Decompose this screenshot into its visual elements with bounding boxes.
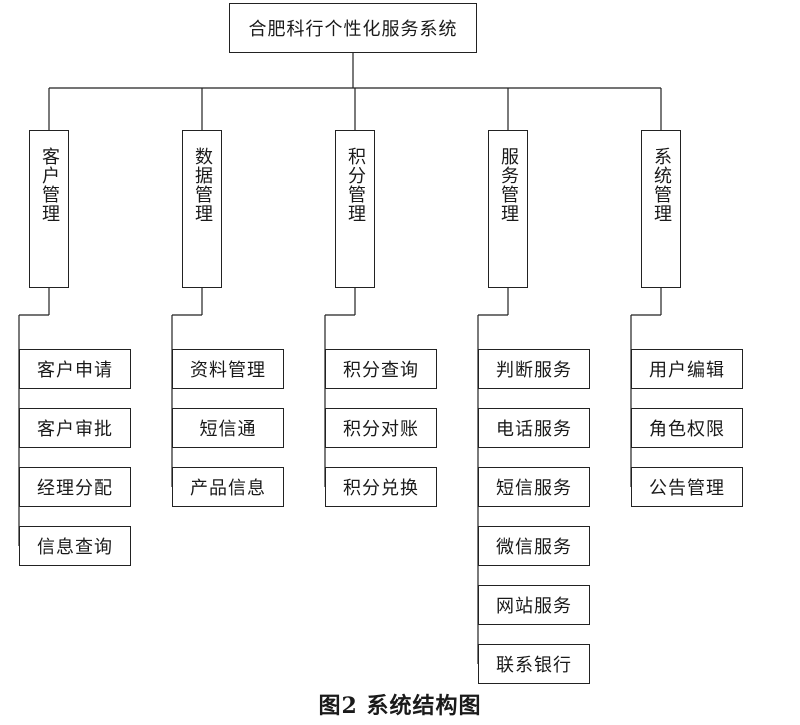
leaf-label: 微信服务: [496, 537, 572, 558]
leaf-label: 积分兑换: [343, 478, 419, 499]
leaf-label: 资料管理: [190, 360, 266, 381]
leaf-label: 用户编辑: [649, 360, 725, 381]
leaf-box: 用户编辑: [631, 349, 743, 389]
module-label: 客户管理: [39, 147, 60, 223]
leaf-label: 电话服务: [496, 419, 572, 440]
leaf-box: 客户申请: [19, 349, 131, 389]
leaf-box: 信息查询: [19, 526, 131, 566]
leaf-label: 角色权限: [649, 419, 725, 440]
root-label: 合肥科行个性化服务系统: [248, 19, 458, 40]
leaf-box: 经理分配: [19, 467, 131, 507]
leaf-label: 公告管理: [649, 478, 725, 499]
leaf-label: 网站服务: [496, 596, 572, 617]
figure-caption: 图2 系统结构图: [318, 693, 482, 719]
leaf-label: 短信服务: [496, 478, 572, 499]
module-label: 服务管理: [498, 147, 519, 223]
leaf-box: 产品信息: [172, 467, 284, 507]
leaf-box: 微信服务: [478, 526, 590, 566]
leaf-label: 产品信息: [190, 478, 266, 499]
leaf-label: 短信通: [199, 419, 257, 440]
leaf-box: 公告管理: [631, 467, 743, 507]
leaf-label: 经理分配: [37, 478, 113, 499]
module-label: 积分管理: [345, 147, 366, 223]
leaf-box: 客户审批: [19, 408, 131, 448]
module-box: 数据管理: [182, 130, 222, 288]
leaf-box: 电话服务: [478, 408, 590, 448]
module-box: 积分管理: [335, 130, 375, 288]
module-box: 系统管理: [641, 130, 681, 288]
module-label: 系统管理: [651, 147, 672, 223]
leaf-box: 联系银行: [478, 644, 590, 684]
module-box: 服务管理: [488, 130, 528, 288]
leaf-box: 短信服务: [478, 467, 590, 507]
leaf-box: 积分查询: [325, 349, 437, 389]
leaf-label: 信息查询: [37, 537, 113, 558]
leaf-label: 积分查询: [343, 360, 419, 381]
leaf-label: 积分对账: [343, 419, 419, 440]
leaf-label: 判断服务: [496, 360, 572, 381]
leaf-label: 客户审批: [37, 419, 113, 440]
leaf-box: 短信通: [172, 408, 284, 448]
leaf-box: 判断服务: [478, 349, 590, 389]
module-label: 数据管理: [192, 147, 213, 223]
root-node: 合肥科行个性化服务系统: [229, 3, 477, 53]
leaf-box: 角色权限: [631, 408, 743, 448]
leaf-box: 资料管理: [172, 349, 284, 389]
leaf-label: 联系银行: [496, 655, 572, 676]
leaf-box: 网站服务: [478, 585, 590, 625]
leaf-box: 积分兑换: [325, 467, 437, 507]
leaf-box: 积分对账: [325, 408, 437, 448]
module-box: 客户管理: [29, 130, 69, 288]
leaf-label: 客户申请: [37, 360, 113, 381]
